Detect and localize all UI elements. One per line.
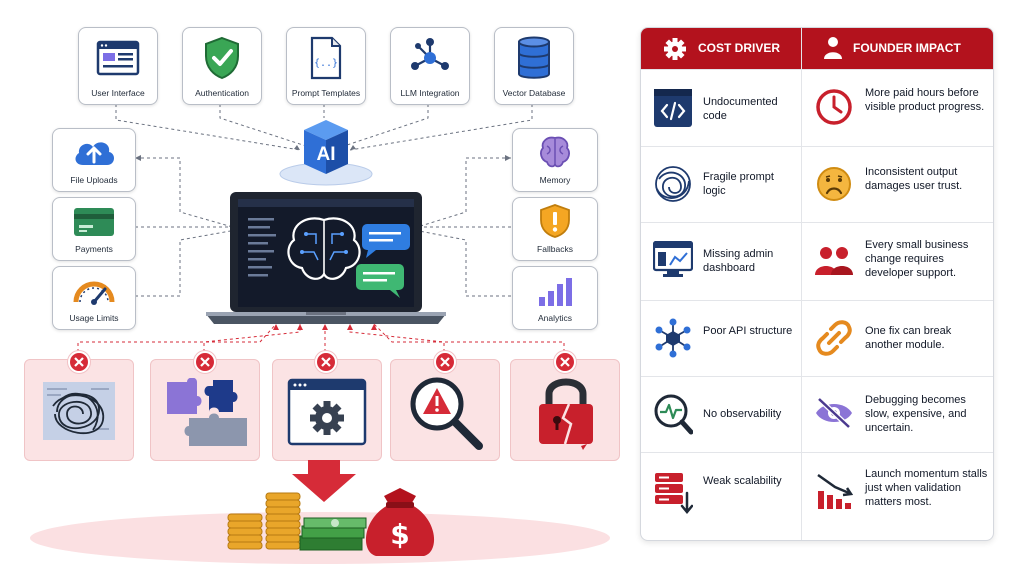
error-x-icon: [68, 351, 90, 373]
column-header-founder-impact: FOUNDER IMPACT: [853, 41, 961, 55]
users-icon: [815, 247, 853, 275]
error-x-icon: [194, 351, 216, 373]
module-fallbacks: Fallbacks: [512, 197, 598, 261]
frown-face-icon: [817, 167, 851, 201]
module-label: Analytics: [537, 313, 572, 323]
problem-tangled-code: [24, 359, 134, 461]
error-x-icon: [554, 351, 576, 373]
brain-icon: [540, 136, 570, 168]
module-prompt-templates: {..} Prompt Templates: [286, 27, 366, 105]
declining-bar-chart-icon: [817, 473, 853, 509]
module-memory: Memory: [512, 128, 598, 192]
founder-impact-text: Every small business change requires dev…: [865, 239, 969, 279]
module-payments: Payments: [52, 197, 136, 261]
column-divider: [801, 28, 802, 540]
founder-impact-text: Debugging becomes slow, expensive, and u…: [865, 394, 967, 434]
bar-chart-icon: [539, 278, 572, 306]
broken-chain-icon: [816, 320, 852, 356]
gear-icon: [664, 38, 686, 60]
table-row: Undocumented code More paid hours before…: [641, 69, 993, 147]
error-x-icon: [315, 351, 337, 373]
warning-shield-icon: [540, 204, 570, 238]
module-label: Authentication: [195, 88, 249, 98]
module-label: Vector Database: [502, 88, 566, 98]
problem-broken-lock: [510, 359, 620, 461]
ai-cube-label: AI: [316, 144, 336, 165]
broken-lock-icon: [539, 378, 593, 450]
credit-card-icon: [74, 208, 114, 236]
module-label: Prompt Templates: [291, 88, 361, 98]
error-x-icon: [434, 351, 456, 373]
cost-driver-text: Poor API structure: [703, 325, 793, 337]
table-row: Missing admin dashboard Every small busi…: [641, 222, 993, 301]
tangled-scribble-icon: [655, 166, 691, 202]
server-arrow-icon: [655, 473, 693, 514]
module-label: Payments: [75, 244, 113, 254]
chat-bubble-icon: [356, 224, 410, 298]
table-row: No observability Debugging becomes slow,…: [641, 376, 993, 453]
module-label: User Interface: [91, 88, 145, 98]
module-label: Usage Limits: [69, 313, 119, 323]
founder-impact-text: Inconsistent output damages user trust.: [865, 166, 963, 192]
eye-slash-icon: [816, 397, 852, 429]
founder-impact-text: Launch momentum stalls just when validat…: [865, 468, 988, 508]
module-analytics: Analytics: [512, 266, 598, 330]
founder-impact-text: One fix can break another module.: [865, 325, 952, 351]
module-label: Fallbacks: [537, 244, 573, 254]
magnifier-pulse-icon: [654, 394, 693, 435]
module-user-interface: User Interface: [78, 27, 158, 105]
cost-impact-table: COST DRIVER FOUNDER IMPACT Undocumented …: [640, 27, 994, 541]
cost-driver-text: Weak scalability: [703, 475, 782, 487]
person-icon: [824, 37, 842, 59]
ai-cube: [279, 120, 373, 186]
module-label: File Uploads: [70, 175, 118, 185]
clock-icon: [816, 89, 852, 125]
problem-warning-search: [390, 359, 500, 461]
settings-window-icon: [287, 378, 367, 446]
code-icon: [654, 89, 692, 127]
dashboard-icon: [653, 241, 693, 277]
network-nodes-icon: [655, 318, 691, 358]
template-document-icon: {..}: [310, 36, 342, 80]
founder-impact-text: More paid hours before visible product p…: [865, 87, 985, 113]
warning-search-icon: [410, 377, 483, 450]
laptop-illustration: [206, 192, 446, 324]
cloud-upload-icon: [75, 142, 115, 165]
shield-check-icon: [205, 36, 239, 80]
column-header-cost-driver: COST DRIVER: [698, 41, 781, 55]
module-authentication: Authentication: [182, 27, 262, 105]
tangled-code-icon: [43, 382, 115, 440]
gauge-icon: [73, 281, 115, 305]
cost-driver-text: Undocumented code: [703, 96, 778, 122]
module-file-uploads: File Uploads: [52, 128, 136, 192]
problem-broken-puzzle: [150, 359, 260, 461]
money-cost-illustration: $: [30, 460, 610, 564]
cost-driver-text: No observability: [703, 408, 782, 420]
puzzle-icon: [167, 378, 247, 446]
table-row: Weak scalability Launch momentum stalls …: [641, 452, 993, 540]
module-llm-integration: LLM Integration: [390, 27, 470, 105]
svg-text:{..}: {..}: [314, 58, 338, 69]
module-label: Memory: [539, 175, 571, 185]
network-hub-icon: [411, 38, 449, 70]
cost-driver-text: Missing admin dashboard: [703, 248, 774, 274]
cost-driver-text: Fragile prompt logic: [703, 171, 774, 197]
table-row: Fragile prompt logic Inconsistent output…: [641, 146, 993, 223]
circuit-brain-icon: [287, 217, 361, 280]
problem-settings-window: [272, 359, 382, 461]
module-vector-database: Vector Database: [494, 27, 574, 105]
database-icon: [518, 36, 550, 79]
module-usage-limits: Usage Limits: [52, 266, 136, 330]
table-row: Poor API structure One fix can break ano…: [641, 300, 993, 377]
table-header: [641, 28, 993, 69]
svg-text:$: $: [390, 518, 409, 551]
module-label: LLM Integration: [400, 88, 460, 98]
browser-window-icon: [96, 40, 140, 76]
